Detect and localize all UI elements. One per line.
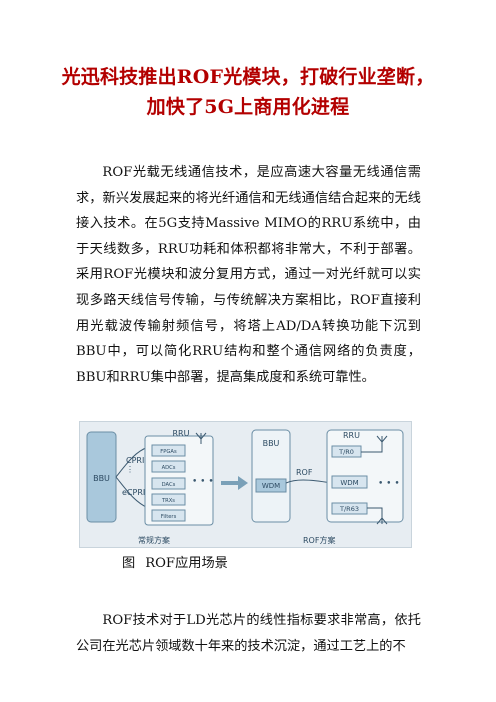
rru-label-left: RRU xyxy=(173,429,190,438)
rof-label: ROF xyxy=(296,468,313,477)
tr0-antenna-feed xyxy=(361,440,383,453)
trx-block xyxy=(151,493,186,506)
adc-label: ADCs xyxy=(162,465,176,471)
adc-block xyxy=(151,460,186,473)
rof-application-figure: BBU CPRI eCPRI ⋮ RRU FPGAs ADCs DACs TRX… xyxy=(79,421,412,548)
antenna-icon-right-bottom xyxy=(376,517,388,525)
dac-label: DACs xyxy=(162,482,176,488)
rof-diagram: BBU CPRI eCPRI ⋮ RRU FPGAs ADCs DACs TRX… xyxy=(86,429,404,545)
rof-fiber-link xyxy=(285,479,332,484)
wdm-right-label: WDM xyxy=(340,479,358,487)
antenna-icon-left xyxy=(195,432,207,444)
rru-block-stack: FPGAs ADCs DACs TRXs Filters xyxy=(151,444,186,522)
ecpri-label: eCPRI xyxy=(122,488,145,497)
fpga-label: FPGAs xyxy=(160,449,177,455)
intro-paragraph: ROF光载无线通信技术，是应高速大容量无线通信需求，新兴发展起来的将光纤通信和无… xyxy=(76,165,421,385)
rru-label-right: RRU xyxy=(343,431,360,440)
rru-left-dots: • • • xyxy=(192,477,214,487)
figure-caption-prefix: 图 xyxy=(122,556,136,571)
body-paragraph-2: ROF技术对于LD光芯片的线性指标要求非常高，依托公司在光芯片领域数十年来的技术… xyxy=(76,613,421,654)
figure-caption-text: ROF应用场景 xyxy=(145,556,228,571)
arrow-right-icon xyxy=(238,476,248,490)
fpga-block xyxy=(151,444,186,457)
filter-block xyxy=(151,509,186,522)
antenna-icon-right-top xyxy=(376,435,388,443)
rof-scheme-label: ROF方案 xyxy=(303,535,335,545)
article-title-line-2: 加快了5G上商用化进程 xyxy=(146,96,350,118)
wdm-left-label: WDM xyxy=(262,482,280,490)
wdm-right-box xyxy=(331,475,368,489)
tr0-label: T/R0 xyxy=(338,448,354,456)
trx-label: TRXs xyxy=(161,498,175,504)
wdm-left-box xyxy=(255,478,287,493)
article-title-line-1: 光迅科技推出ROF光模块，打破行业垄断， xyxy=(61,66,435,88)
filter-label: Filters xyxy=(161,514,177,520)
rru-right-dots: • • • xyxy=(378,479,400,489)
dac-block xyxy=(151,477,186,490)
bbu-label-left: BBU xyxy=(93,474,110,483)
bbu-label-right: BBU xyxy=(263,439,280,448)
cpri-label: CPRI xyxy=(126,456,144,465)
left-dots-vertical: ⋮ xyxy=(126,465,134,474)
conventional-scheme-label: 常规方案 xyxy=(138,535,170,545)
tr63-antenna-feed xyxy=(367,507,383,520)
bbu-box-right xyxy=(251,429,291,523)
tr63-label: T/R63 xyxy=(339,505,359,513)
figure-caption: 图 ROF应用场景 xyxy=(122,553,228,575)
